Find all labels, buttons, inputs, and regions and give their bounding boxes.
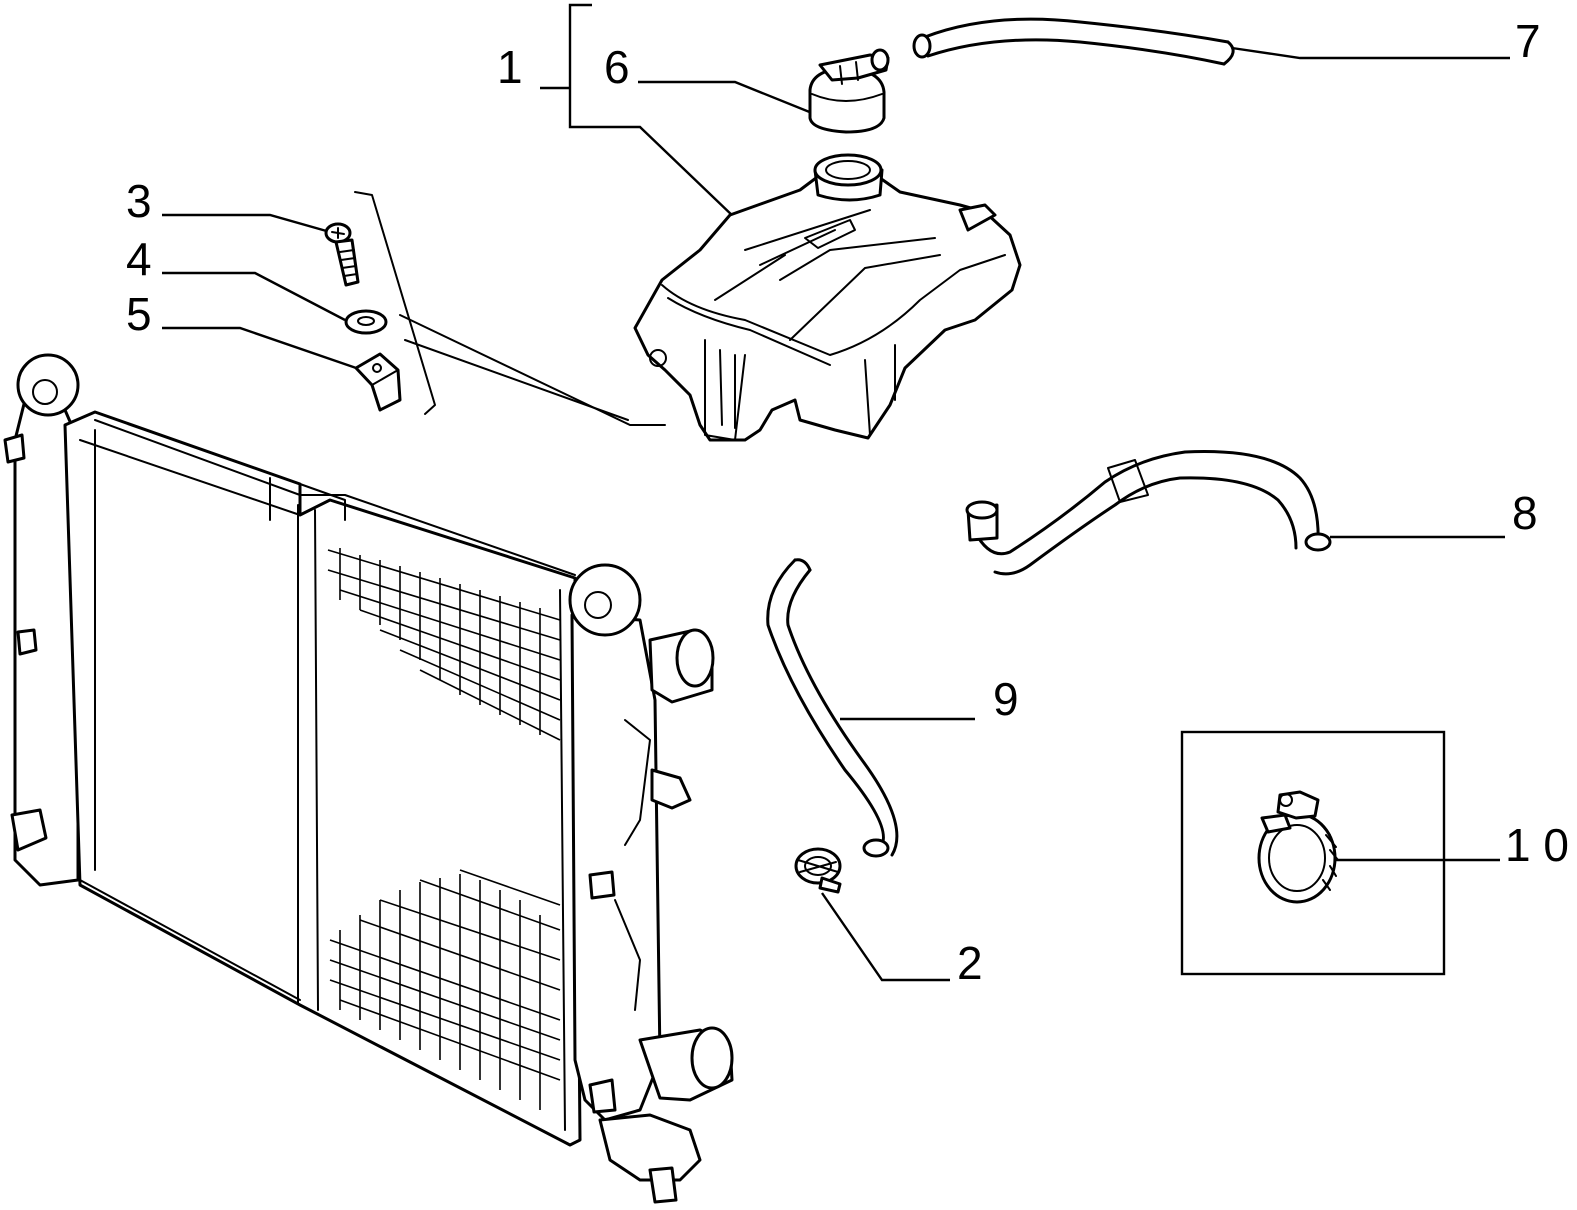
callout-5: 5: [126, 288, 152, 340]
expansion-tank: [633, 153, 1022, 442]
hose-clamp-small: [794, 847, 842, 894]
callout-1: 1: [497, 41, 523, 93]
leader-lines: [162, 3, 1510, 982]
radiator-fins-upper: [327, 548, 561, 741]
clip-nut: [354, 352, 402, 412]
callout-6: 6: [604, 41, 630, 93]
bolt: [324, 222, 360, 287]
callout-10: 1 0: [1505, 819, 1569, 871]
radiator-fins-lower: [329, 869, 561, 1110]
callout-8: 8: [1512, 487, 1538, 539]
callout-9: 9: [993, 673, 1019, 725]
radiator: [3, 353, 734, 1204]
callout-4: 4: [126, 233, 152, 285]
callout-7: 7: [1515, 15, 1541, 67]
washer: [344, 309, 388, 335]
hose-mid: [965, 450, 1332, 576]
detail-box: [1180, 730, 1446, 976]
filler-cap: [808, 48, 890, 134]
callout-3: 3: [126, 175, 152, 227]
hose-lower: [766, 558, 899, 858]
hose-top: [912, 17, 1235, 66]
callout-2: 2: [957, 937, 983, 989]
